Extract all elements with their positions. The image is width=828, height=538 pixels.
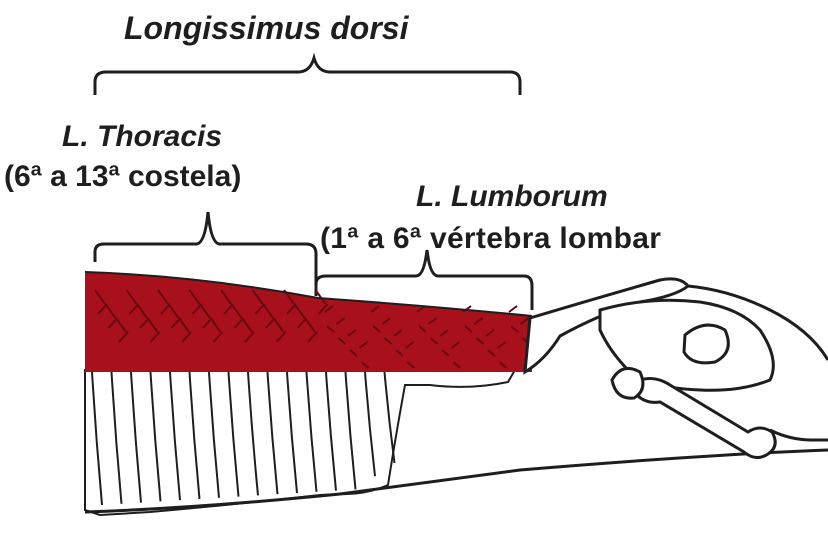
- femur-head: [612, 368, 643, 398]
- longissimus-dorsi-label: Longissimus dorsi: [124, 10, 408, 47]
- rib-cage: [85, 370, 828, 515]
- obturator: [684, 325, 728, 363]
- longissimus-muscle: [85, 272, 532, 372]
- carcass-rear-outline: [770, 430, 828, 440]
- longissimus-brace: [95, 58, 520, 95]
- thoracis-range-label: (6ª a 13ª costela): [4, 160, 241, 194]
- pelvis: [525, 279, 775, 458]
- lumborum-label: L. Lumborum: [416, 180, 608, 214]
- lumborum-range-label: (1ª a 6ª vértebra lombar: [320, 222, 661, 256]
- rib-cage-outline: [85, 370, 515, 515]
- thoracis-label: L. Thoracis: [62, 120, 222, 154]
